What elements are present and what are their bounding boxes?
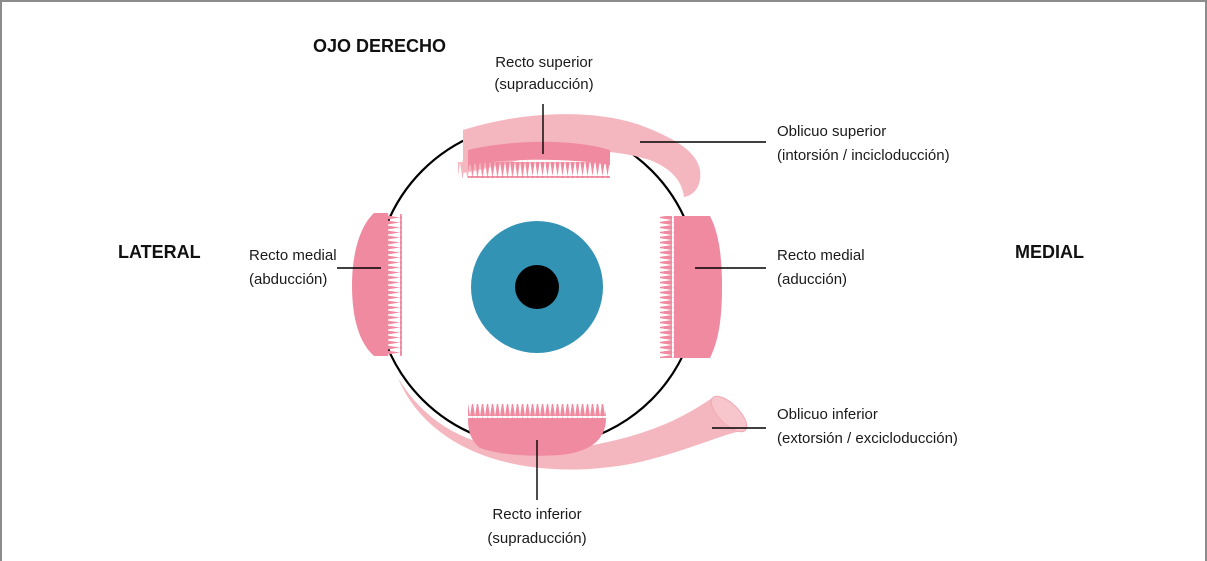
pupil	[515, 265, 559, 309]
recto-lateral-muscle	[352, 213, 402, 356]
side-label-medial: MEDIAL	[1015, 242, 1084, 262]
label-recto-superior-name: Recto superior	[495, 54, 593, 71]
side-label-lateral: LATERAL	[118, 242, 201, 262]
recto-medial-muscle	[660, 216, 722, 358]
label-recto-lateral-action: (abducción)	[249, 271, 327, 288]
label-oblicuo-inferior-name: Oblicuo inferior	[777, 406, 878, 423]
label-recto-superior-action: (supraducción)	[494, 76, 593, 93]
label-oblicuo-superior-name: Oblicuo superior	[777, 123, 886, 140]
recto-inferior-muscle	[468, 404, 606, 456]
diagram-title: OJO DERECHO	[313, 36, 446, 56]
label-recto-medial-name: Recto medial	[777, 247, 865, 264]
label-oblicuo-inferior-action: (extorsión / excicloducción)	[777, 430, 958, 447]
recto-superior-muscle	[468, 141, 610, 178]
label-recto-inferior-action: (supraducción)	[487, 530, 586, 547]
label-oblicuo-superior-action: (intorsión / incicloducción)	[777, 147, 950, 164]
label-recto-inferior-name: Recto inferior	[492, 506, 581, 523]
label-recto-medial-action: (aducción)	[777, 271, 847, 288]
leader-lines	[337, 104, 766, 500]
label-recto-lateral-name: Recto medial	[249, 247, 337, 264]
